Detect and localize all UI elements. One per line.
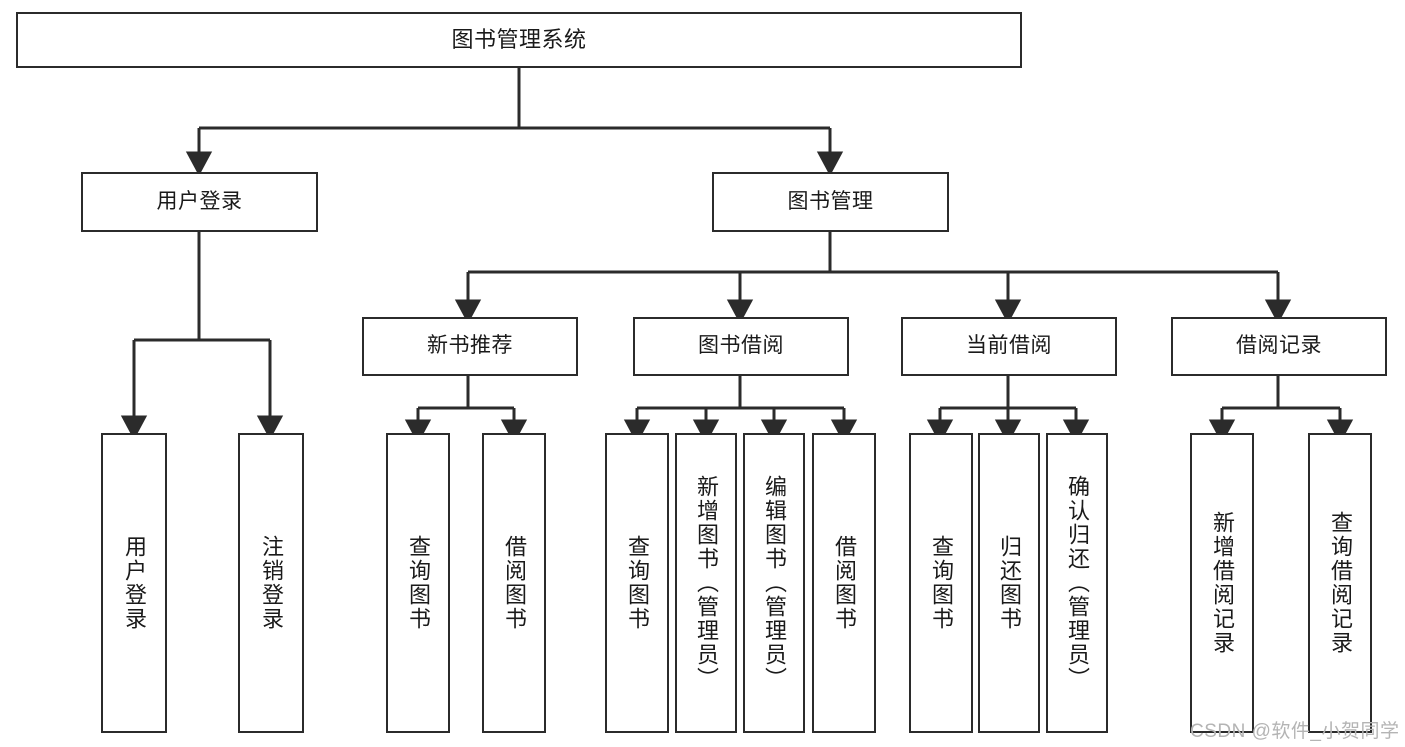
csdn-watermark: CSDN @软件_小贺同学 bbox=[1190, 721, 1400, 742]
leaf-edit-book-admin[interactable]: 编辑图书（管理员） bbox=[743, 433, 805, 733]
node-label: 查询图书 bbox=[624, 535, 650, 631]
node-label: 新书推荐 bbox=[427, 334, 513, 358]
node-user-login[interactable]: 用户登录 bbox=[81, 172, 318, 232]
node-label: 查询图书 bbox=[928, 535, 954, 631]
leaf-borrow-book[interactable]: 借阅图书 bbox=[812, 433, 876, 733]
node-label: 图书管理 bbox=[787, 189, 874, 213]
leaf-query-book-current[interactable]: 查询图书 bbox=[909, 433, 973, 733]
leaf-borrow-book-rec[interactable]: 借阅图书 bbox=[482, 433, 546, 733]
leaf-query-book-rec[interactable]: 查询图书 bbox=[386, 433, 450, 733]
node-label: 查询借阅记录 bbox=[1327, 511, 1353, 655]
leaf-confirm-return-admin[interactable]: 确认归还（管理员） bbox=[1046, 433, 1108, 733]
node-new-book-recommend[interactable]: 新书推荐 bbox=[362, 317, 578, 376]
node-label: 图书管理系统 bbox=[451, 27, 587, 53]
node-book-management[interactable]: 图书管理 bbox=[712, 172, 949, 232]
node-label: 编辑图书（管理员） bbox=[761, 475, 787, 691]
node-borrow-record[interactable]: 借阅记录 bbox=[1171, 317, 1387, 376]
node-label: 确认归还（管理员） bbox=[1064, 475, 1090, 691]
node-label: 借阅图书 bbox=[501, 535, 527, 631]
leaf-user-login[interactable]: 用户登录 bbox=[101, 433, 167, 733]
node-book-borrow[interactable]: 图书借阅 bbox=[633, 317, 849, 376]
leaf-logout[interactable]: 注销登录 bbox=[238, 433, 304, 733]
node-label: 图书借阅 bbox=[698, 334, 784, 358]
node-label: 借阅记录 bbox=[1236, 334, 1322, 358]
node-label: 用户登录 bbox=[156, 189, 243, 213]
leaf-add-book-admin[interactable]: 新增图书（管理员） bbox=[675, 433, 737, 733]
node-label: 归还图书 bbox=[996, 535, 1022, 631]
node-root-system[interactable]: 图书管理系统 bbox=[16, 12, 1022, 68]
node-current-borrow[interactable]: 当前借阅 bbox=[901, 317, 1117, 376]
node-label: 新增借阅记录 bbox=[1209, 511, 1235, 655]
node-label: 当前借阅 bbox=[966, 334, 1052, 358]
leaf-query-borrow-record[interactable]: 查询借阅记录 bbox=[1308, 433, 1372, 733]
node-label: 查询图书 bbox=[405, 535, 431, 631]
leaf-query-book-borrow[interactable]: 查询图书 bbox=[605, 433, 669, 733]
node-label: 用户登录 bbox=[121, 535, 147, 631]
leaf-return-book[interactable]: 归还图书 bbox=[978, 433, 1040, 733]
node-label: 新增图书（管理员） bbox=[693, 475, 719, 691]
leaf-add-borrow-record[interactable]: 新增借阅记录 bbox=[1190, 433, 1254, 733]
node-label: 借阅图书 bbox=[831, 535, 857, 631]
node-label: 注销登录 bbox=[258, 535, 284, 631]
